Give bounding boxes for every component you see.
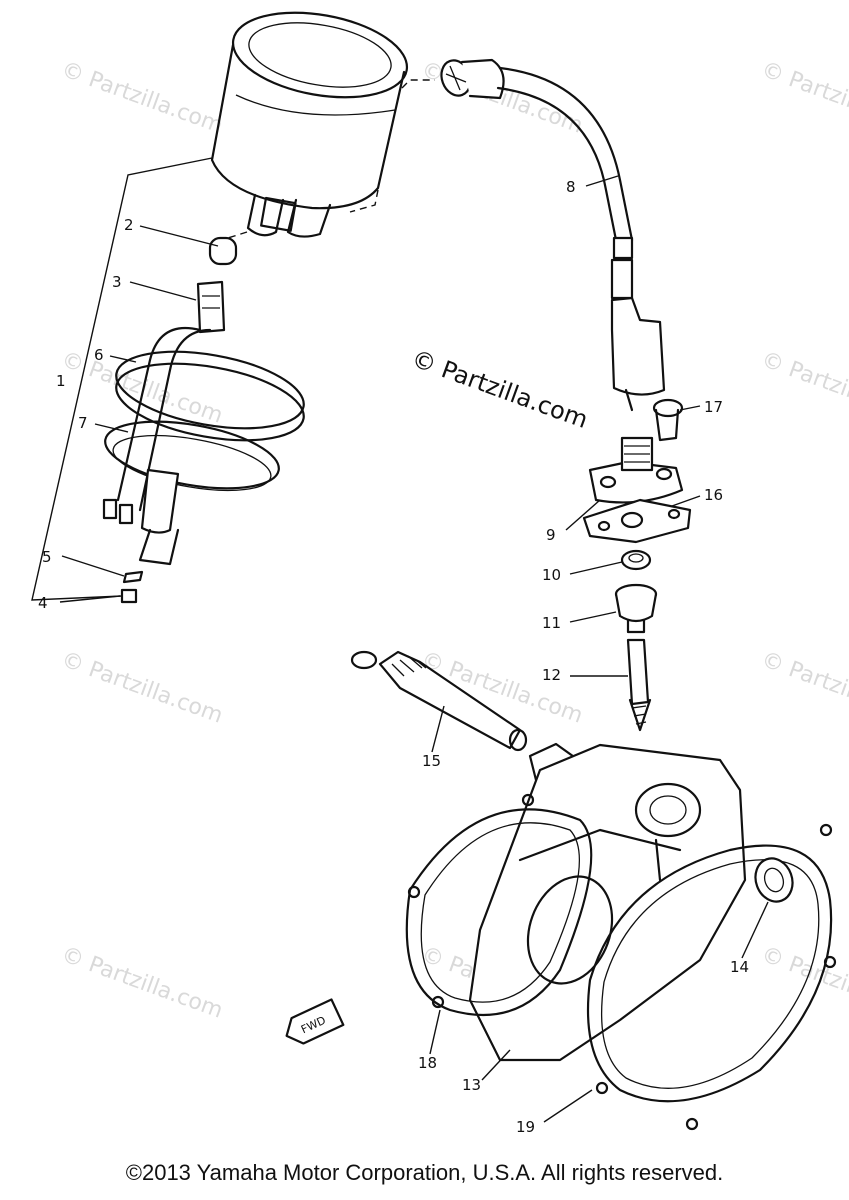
seal-part-14 xyxy=(754,857,794,903)
group-bracket-1 xyxy=(31,157,213,601)
callout-1: 1 xyxy=(56,372,66,390)
callout-15: 15 xyxy=(422,752,441,770)
callout-3: 3 xyxy=(112,273,122,291)
callout-6: 6 xyxy=(94,346,104,364)
gasket-part-19 xyxy=(586,823,837,1131)
seal-part-10 xyxy=(620,549,652,571)
callout-17: 17 xyxy=(704,398,723,416)
speedometer-assembly xyxy=(210,11,409,238)
callout-4: 4 xyxy=(38,594,48,612)
callout-9: 9 xyxy=(546,526,556,544)
watermark-faint: © Partzilla.com xyxy=(758,347,849,429)
copyright-notice: ©2013 Yamaha Motor Corporation, U.S.A. A… xyxy=(125,1160,724,1185)
watermark-main: © Partzilla.com xyxy=(408,344,592,434)
gasket-part-16 xyxy=(582,498,692,544)
watermark-faint: © Partzilla.com xyxy=(758,942,849,1024)
callout-7: 7 xyxy=(78,414,88,432)
ring-part-7 xyxy=(104,420,280,492)
callout-16: 16 xyxy=(704,486,723,504)
bushing-part-11 xyxy=(614,583,658,634)
fwd-arrow-icon: FWD xyxy=(285,998,345,1045)
callout-5: 5 xyxy=(42,548,52,566)
shaft-part-12 xyxy=(626,638,652,732)
watermark-faint: © Partzilla.com xyxy=(758,647,849,729)
watermark-faint: © Partzilla.com xyxy=(758,57,849,139)
speedometer-cable-part-8 xyxy=(440,58,666,412)
socket-part-3 xyxy=(116,280,226,512)
callout-14: 14 xyxy=(730,958,749,976)
watermark-faint: © Partzilla.com xyxy=(58,57,226,139)
cover-part-13 xyxy=(468,743,747,1062)
callout-13: 13 xyxy=(462,1076,481,1094)
callout-10: 10 xyxy=(542,566,561,584)
housing-part-9 xyxy=(588,436,684,504)
cable-dash-line xyxy=(349,79,435,213)
bolt-part-17 xyxy=(652,398,684,442)
callout-11: 11 xyxy=(542,614,561,632)
callout-2: 2 xyxy=(124,216,134,234)
nut-part-4 xyxy=(120,588,138,604)
watermark-faint: © Partzilla.com xyxy=(58,942,226,1024)
callout-19: 19 xyxy=(516,1118,535,1136)
callout-labels: 1 2 3 4 5 6 7 8 9 10 11 12 13 14 15 16 1… xyxy=(38,178,749,1136)
callout-8: 8 xyxy=(566,178,576,196)
callout-12: 12 xyxy=(542,666,561,684)
gasket-part-18 xyxy=(405,793,593,1017)
callout-18: 18 xyxy=(418,1054,437,1072)
ring-part-6 xyxy=(115,350,305,442)
bulb-part-2 xyxy=(208,236,238,266)
washer-part-5 xyxy=(122,570,144,584)
wire-harness xyxy=(102,468,180,566)
callout-leaders xyxy=(59,175,769,1123)
watermark-faint: © Partzilla.com xyxy=(58,647,226,729)
bulb-dash-line xyxy=(227,231,248,239)
